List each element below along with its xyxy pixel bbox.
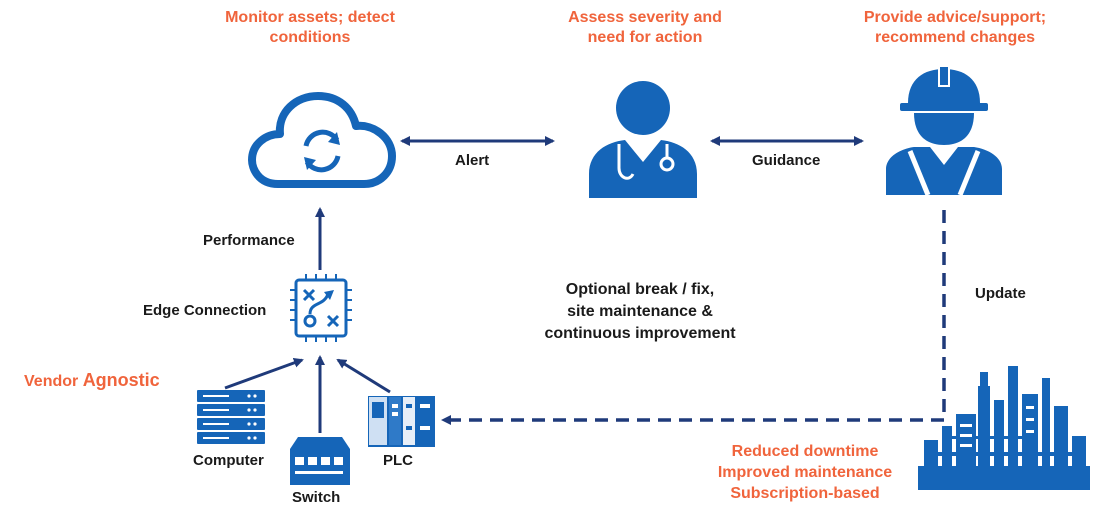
- advice-header: Provide advice/support;recommend changes: [863, 9, 1047, 46]
- switch-label: Switch: [292, 489, 341, 506]
- server-rack-icon: [197, 390, 265, 444]
- doctor-icon: [589, 81, 697, 198]
- alert-label: Alert: [455, 152, 490, 169]
- refinery-icon: [918, 366, 1090, 490]
- network-switch-icon: [290, 437, 350, 485]
- guidance-label: Guidance: [752, 152, 821, 169]
- plc-label: PLC: [383, 452, 413, 469]
- benefits-list: Reduced downtime Improved maintenance Su…: [717, 443, 893, 502]
- computer-label: Computer: [193, 452, 264, 469]
- center-note: Optional break / fix, site maintenance &…: [544, 281, 736, 342]
- vendor-agnostic-label: Vendor Agnostic: [24, 370, 160, 391]
- performance-label: Performance: [203, 232, 295, 249]
- plc-to-edge-arrow: [336, 358, 391, 394]
- plc-icon: [368, 396, 435, 447]
- engineer-icon: [886, 67, 1002, 196]
- cloud-sync-icon: [248, 92, 396, 188]
- update-label: Update: [975, 285, 1026, 302]
- vendor-text: Vendor: [24, 373, 79, 390]
- edge-connection-label: Edge Connection: [143, 302, 267, 319]
- agnostic-text: Agnostic: [82, 370, 160, 390]
- computer-to-edge-arrow: [224, 358, 304, 390]
- update-dashed-path: [441, 210, 946, 425]
- edge-strategy-icon: [290, 274, 352, 342]
